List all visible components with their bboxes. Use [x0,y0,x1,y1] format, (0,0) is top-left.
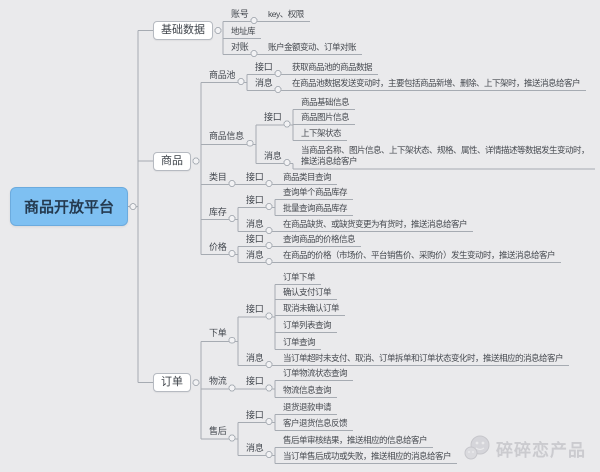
collapse-toggle-icon[interactable] [228,250,236,257]
leaf-topic[interactable]: 批量查询商品库存 [283,202,348,213]
collapse-toggle-icon[interactable] [228,180,236,187]
collapse-toggle-icon[interactable] [265,203,273,210]
collapse-toggle-icon[interactable] [237,78,245,85]
collapse-toggle-icon[interactable] [274,70,282,77]
subtopic[interactable]: 消息 [246,249,264,260]
collapse-toggle-icon[interactable] [265,242,273,249]
subtopic[interactable]: 账号 [231,8,249,19]
subtopic[interactable]: 售后 [209,426,227,436]
leaf-topic[interactable]: 退货退款申请 [283,401,332,412]
subtopic[interactable]: 接口 [246,304,264,314]
collapse-toggle-icon[interactable] [250,17,258,24]
collapse-toggle-icon[interactable] [228,434,236,442]
leaf-topic[interactable]: 商品类目查询 [283,171,332,182]
subtopic[interactable]: 商品信息 [209,131,244,142]
subtopic[interactable]: 接口 [246,171,264,182]
leaf-topic[interactable]: key、权限 [268,8,304,19]
collapse-toggle-icon[interactable] [283,120,291,128]
subtopic[interactable]: 价格 [209,241,227,252]
leaf-topic[interactable]: 在商品的价格（市场价、平台销售价、采购价）发生变动时，推送消息给客户 [283,249,556,260]
leaf-topic[interactable]: 售后单审核结果，推送相应的信息给客户 [283,434,428,445]
subtopic[interactable]: 接口 [246,409,264,420]
leaf-topic[interactable]: 确认支付订单 [283,286,332,297]
leaf-topic[interactable]: 订单列表查询 [283,319,332,330]
collapse-toggle-icon[interactable] [250,50,258,57]
collapse-toggle-icon[interactable] [192,157,200,165]
collapse-toggle-icon[interactable] [214,27,222,34]
branch-topic[interactable]: 订单 [153,373,191,393]
collapse-toggle-icon[interactable] [265,418,273,425]
leaf-topic[interactable]: 查询单个商品库存 [283,186,348,197]
collapse-toggle-icon[interactable] [274,86,282,93]
collapse-toggle-icon[interactable] [283,159,291,166]
leaf-topic[interactable]: 账户金额变动、订单对账 [268,41,357,52]
leaf-topic[interactable]: 订单查询 [283,336,316,347]
collapse-toggle-icon[interactable] [228,336,236,344]
collapse-toggle-icon[interactable] [228,215,236,222]
collapse-toggle-icon[interactable] [265,180,273,187]
leaf-topic[interactable]: 地址库 [231,25,256,36]
leaf-topic[interactable]: 当订单超时未支付、取消、订单拆单和订单状态变化时，推送相应的消息给客户 [283,352,564,363]
leaf-topic[interactable]: 订单下单 [283,271,316,282]
subtopic[interactable]: 商品池 [209,69,236,80]
branch-topic[interactable]: 商品 [153,151,191,171]
subtopic[interactable]: 消息 [246,218,264,229]
subtopic[interactable]: 消息 [246,442,264,453]
subtopic[interactable]: 接口 [255,61,273,72]
subtopic[interactable]: 接口 [246,233,264,244]
branch-topic[interactable]: 基础数据 [153,21,213,40]
collapse-toggle-icon[interactable] [265,361,273,368]
leaf-topic[interactable]: 上下架状态 [301,127,342,138]
subtopic[interactable]: 库存 [209,206,227,217]
subtopic[interactable]: 消息 [246,352,264,363]
leaf-topic[interactable]: 当订单售后成功或失败，推送相应的消息给客户 [283,450,452,461]
collapse-toggle-icon[interactable] [265,258,273,265]
subtopic[interactable]: 接口 [246,376,264,386]
subtopic[interactable]: 接口 [264,112,282,122]
collapse-toggle-icon[interactable] [265,227,273,234]
collapse-toggle-icon[interactable] [192,379,200,387]
subtopic[interactable]: 类目 [209,171,227,182]
leaf-topic[interactable]: 物流信息查询 [283,384,332,395]
leaf-topic[interactable]: 客户退货信息反馈 [283,417,348,428]
leaf-topic[interactable]: 当商品名称、图片信息、上下架状态、规格、属性、详情描述等数据发生变动时，推送消息… [301,145,590,166]
leaf-topic[interactable]: 商品图片信息 [301,111,350,122]
subtopic[interactable]: 对账 [231,41,249,52]
collapse-toggle-icon[interactable] [228,384,236,392]
subtopic[interactable]: 消息 [264,150,282,161]
leaf-topic[interactable]: 取消未确认订单 [283,302,340,313]
leaf-topic[interactable]: 获取商品池的商品数据 [292,61,373,72]
root-topic[interactable]: 商品开放平台 [10,187,129,227]
collapse-toggle-icon[interactable] [246,139,254,147]
subtopic[interactable]: 接口 [246,194,264,205]
leaf-topic[interactable]: 在商品缺货、或缺货变更为有货时，推送消息给客户 [283,218,468,229]
collapse-toggle-icon[interactable] [265,312,273,320]
leaf-topic[interactable]: 在商品池数据发送变动时，主要包括商品新增、删除、上下架时，推送消息给客户 [292,77,581,88]
subtopic[interactable]: 物流 [209,376,227,386]
leaf-topic[interactable]: 商品基础信息 [301,96,350,107]
subtopic[interactable]: 下单 [209,328,227,339]
leaf-topic[interactable]: 订单物流状态查询 [283,367,348,378]
subtopic[interactable]: 消息 [255,77,273,88]
collapse-toggle-icon[interactable] [265,451,273,458]
collapse-toggle-icon[interactable] [129,203,137,211]
collapse-toggle-icon[interactable] [265,384,273,392]
leaf-topic[interactable]: 查询商品的价格信息 [283,233,356,244]
